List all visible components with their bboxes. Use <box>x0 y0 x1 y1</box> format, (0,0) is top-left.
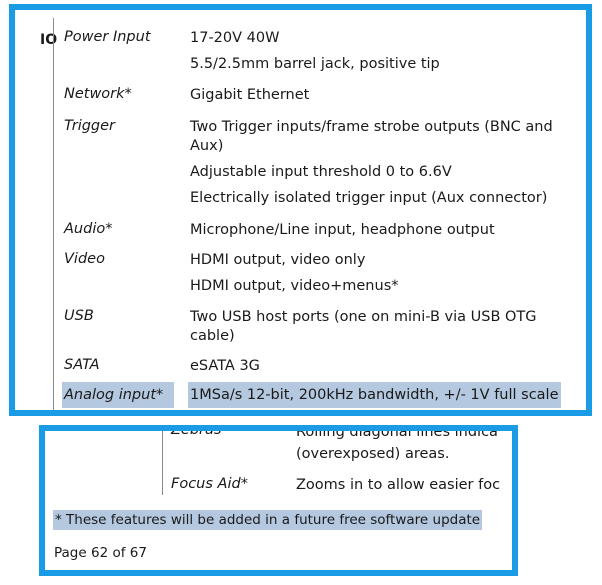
column-divider <box>53 18 54 410</box>
row-value: Electrically isolated trigger input (Aux… <box>190 190 548 206</box>
row-value: Gigabit Ethernet <box>190 87 310 103</box>
row-category: Audio* <box>64 221 113 237</box>
row-category: Video <box>64 251 105 267</box>
row-value: HDMI output, video only <box>190 252 366 268</box>
row-category: Power Input <box>64 29 151 45</box>
row-category: Trigger <box>64 118 116 134</box>
row-category: Zebras <box>171 425 222 438</box>
row-value: (overexposed) areas. <box>296 446 450 462</box>
highlight <box>188 382 561 408</box>
row-value: Microphone/Line input, headphone output <box>190 222 495 238</box>
row-category: USB <box>64 308 94 324</box>
row-value: 17-20V 40W <box>190 30 280 46</box>
row-value: Rolling diagonal lines indica <box>296 425 498 440</box>
row-category: Focus Aid* <box>171 476 248 492</box>
spec-table-top: IO Power Input 17-20V 40W 5.5/2.5mm barr… <box>9 4 592 416</box>
row-category: Network* <box>64 86 132 102</box>
row-value: Adjustable input threshold 0 to 6.6V <box>190 164 452 180</box>
row-category: SATA <box>64 357 100 373</box>
column-divider <box>162 431 163 495</box>
row-value: Two Trigger inputs/frame strobe outputs … <box>190 119 553 154</box>
row-value: Zooms in to allow easier foc <box>296 477 501 493</box>
row-value: Two USB host ports (one on mini-B via US… <box>190 309 537 344</box>
spec-table-bottom: Zebras Rolling diagonal lines indica (ov… <box>39 425 518 576</box>
row-value: 1MSa/s 12-bit, 200kHz bandwidth, +/- 1V … <box>190 387 559 403</box>
row-value: HDMI output, video+menus* <box>190 278 399 294</box>
row-value: eSATA 3G <box>190 358 260 374</box>
highlight <box>62 382 174 408</box>
footnote: * These features will be added in a futu… <box>53 510 483 530</box>
row-value: 5.5/2.5mm barrel jack, positive tip <box>190 56 440 72</box>
row-category: Analog input* <box>64 387 164 403</box>
section-label: IO <box>40 32 58 48</box>
page-number: Page 62 of 67 <box>54 545 147 561</box>
